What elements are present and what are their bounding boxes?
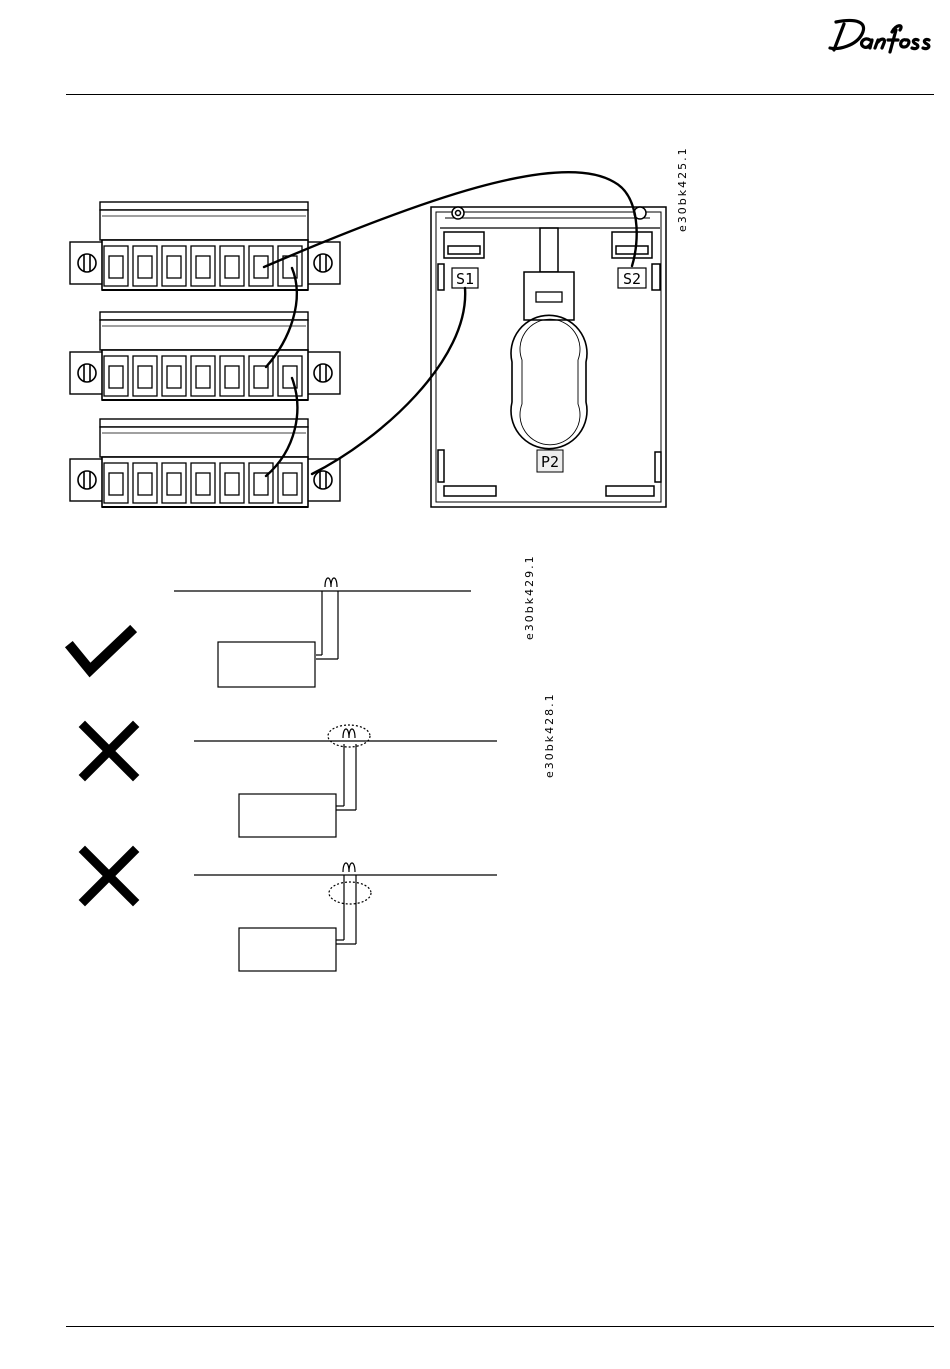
correct-wiring-figure xyxy=(60,570,480,700)
ct-terminal-s1: S1 xyxy=(452,268,478,288)
terminal-block-2 xyxy=(70,312,340,400)
header-rule xyxy=(66,94,934,95)
svg-text:S2: S2 xyxy=(623,270,641,288)
check-icon xyxy=(72,632,130,670)
figure-ref-correct-wiring: e30bk429.1 xyxy=(523,554,536,640)
figure-ref-incorrect-wiring: e30bk428.1 xyxy=(543,692,556,778)
svg-text:P2: P2 xyxy=(541,453,559,471)
ct-terminal-p2: P2 xyxy=(537,450,563,472)
terminal-block-1 xyxy=(70,202,340,290)
ct-wiring-figure: S1 S2 P2 xyxy=(60,150,680,525)
cross-icon xyxy=(85,852,133,900)
svg-text:S1: S1 xyxy=(456,270,474,288)
cross-icon xyxy=(85,727,133,775)
ct-terminal-s2: S2 xyxy=(618,268,646,288)
danfoss-logo xyxy=(826,16,934,56)
terminal-block-3 xyxy=(70,419,340,507)
incorrect-wiring-figure xyxy=(60,715,510,985)
footer-rule xyxy=(66,1326,934,1327)
figure-ref-ct-wiring: e30bk425.1 xyxy=(676,146,689,232)
